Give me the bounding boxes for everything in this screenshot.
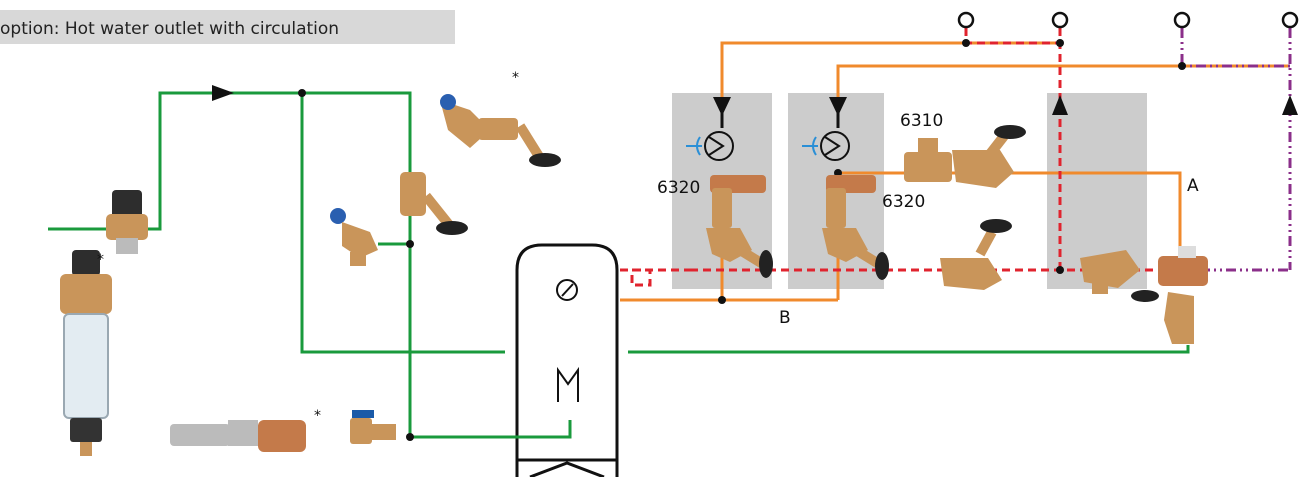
- label-point-b: B: [779, 308, 791, 328]
- tap-point-1: [957, 11, 975, 29]
- valve-balancing-top: [952, 125, 1026, 188]
- valve-pump-2: [822, 175, 889, 280]
- circulation-arrow-up: [1052, 95, 1068, 115]
- storage-tank: [515, 243, 619, 477]
- label-point-a: A: [1187, 176, 1199, 196]
- junction-dots: [298, 39, 1186, 441]
- valve-quick-coupling: [170, 420, 306, 452]
- thermometer-icon: [556, 279, 578, 301]
- pump-speed-icon: [802, 136, 818, 156]
- label-pump-valve-1: 6320: [657, 178, 700, 198]
- valve-balancing-mid: [940, 219, 1012, 290]
- pump-2: [802, 97, 850, 161]
- valve-pressure-reducer: [106, 190, 148, 254]
- asterisk-3: *: [314, 408, 321, 424]
- pump-1: [686, 97, 734, 161]
- label-fitting: 6310: [900, 111, 943, 131]
- asterisk-2: *: [97, 252, 104, 268]
- tap-points: [957, 11, 1299, 29]
- valve-check-2: [400, 172, 468, 235]
- caption-box: option: Hot water outlet with circulatio…: [0, 10, 455, 44]
- asterisk-1: *: [512, 70, 519, 86]
- valve-check-1: [440, 94, 561, 167]
- return-lines: [1180, 28, 1292, 272]
- flow-direction-arrow: [212, 85, 234, 101]
- return-arrow-up: [1282, 95, 1298, 115]
- heating-coil-icon: [557, 366, 579, 402]
- fitting-tee: [904, 138, 952, 182]
- tap-point-2: [1051, 11, 1069, 29]
- label-pump-valve-2: 6320: [882, 192, 925, 212]
- valve-thermostatic-mixer: [1131, 246, 1208, 344]
- caption-text: option: Hot water outlet with circulatio…: [0, 19, 339, 39]
- pump-speed-icon: [686, 136, 702, 156]
- valve-drain-ball: [350, 410, 396, 444]
- filter-unit: [60, 250, 112, 456]
- valve-pump-1: [706, 175, 773, 278]
- valve-riser: [1080, 250, 1140, 294]
- tap-point-4: [1281, 11, 1299, 29]
- tap-point-3: [1173, 11, 1191, 29]
- valve-safety: [330, 208, 378, 266]
